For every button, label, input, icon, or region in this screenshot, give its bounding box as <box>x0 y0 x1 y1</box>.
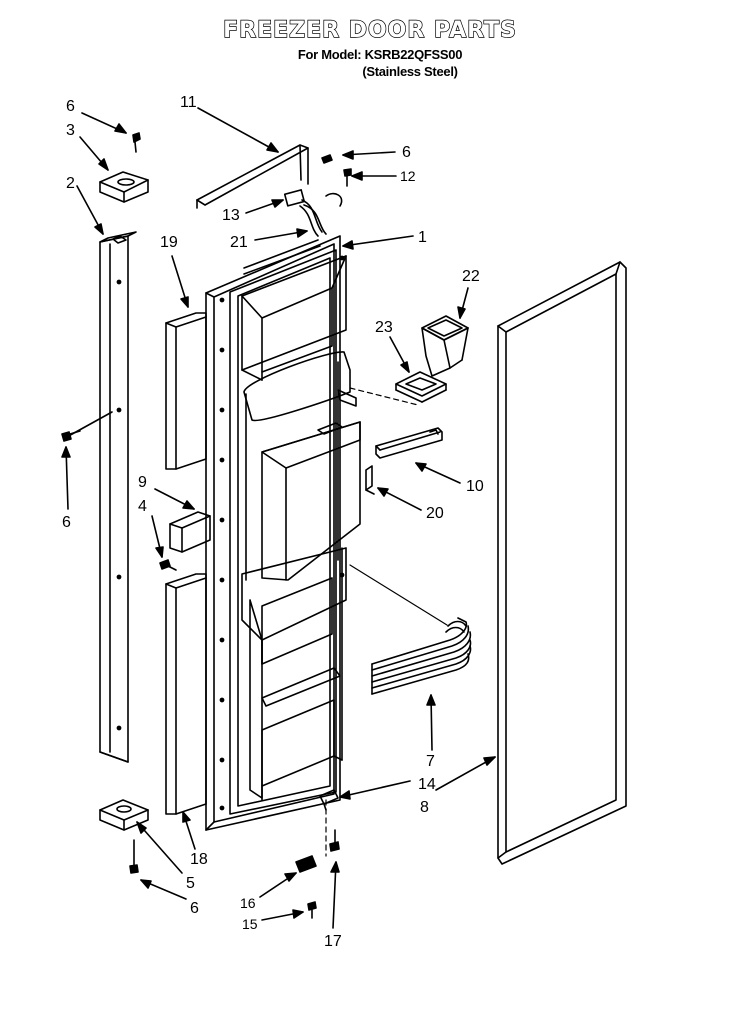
callout-2: 2 <box>66 175 75 192</box>
part-14-hinge-pin <box>319 789 339 811</box>
part-1-door-liner <box>205 235 361 831</box>
callout-15: 15 <box>242 916 258 932</box>
part-2-door-trim <box>99 231 137 763</box>
part-11-top-channel <box>196 144 309 209</box>
part-13-wire-harness <box>283 154 352 237</box>
part-23-chute-seal <box>395 371 447 403</box>
callout-20: 20 <box>426 505 444 522</box>
part-17-screw <box>329 829 340 852</box>
finish-note: (Stainless Steel) <box>362 64 458 79</box>
part-8-door-gasket <box>497 261 627 865</box>
callout-6: 6 <box>190 900 199 917</box>
callout-22: 22 <box>462 268 480 285</box>
callout-4: 4 <box>138 498 147 515</box>
callout-23: 23 <box>375 319 393 336</box>
page-title: FREEZER DOOR PARTS <box>222 17 517 43</box>
part-3-hinge-bracket <box>99 132 149 203</box>
callout-6: 6 <box>402 144 411 161</box>
callout-3: 3 <box>66 122 75 139</box>
callout-1: 1 <box>418 229 427 246</box>
model-number: For Model: KSRB22QFSS00 <box>297 47 463 62</box>
part-10-trim-strip <box>375 427 443 459</box>
callout-12: 12 <box>400 168 416 184</box>
part-18-insulation-lower <box>165 573 207 815</box>
callout-6: 6 <box>66 98 75 115</box>
screw-6-trim <box>61 430 81 442</box>
callout-16: 16 <box>240 895 256 911</box>
leader-lines <box>61 107 496 929</box>
part-9-handle-bracket <box>159 511 211 571</box>
part-19-insulation-upper <box>165 312 207 470</box>
callout-10: 10 <box>466 478 484 495</box>
part-22-chute <box>421 315 469 377</box>
callout-17: 17 <box>324 933 342 950</box>
part-20-clip <box>365 465 375 495</box>
callout-21: 21 <box>230 234 248 251</box>
callout-14: 14 <box>418 776 436 793</box>
callout-labels: 6 3 2 11 6 12 13 21 1 19 22 23 6 9 4 10 … <box>62 94 484 950</box>
callout-5: 5 <box>186 875 195 892</box>
callout-9: 9 <box>138 474 147 491</box>
callout-18: 18 <box>190 851 208 868</box>
callout-6: 6 <box>62 514 71 531</box>
part-7-door-bin <box>371 617 472 695</box>
callout-11: 11 <box>180 94 197 111</box>
callout-8: 8 <box>420 799 429 816</box>
part-15-screw <box>307 901 317 919</box>
part-16-bushing <box>295 855 317 873</box>
callout-19: 19 <box>160 234 178 251</box>
part-5-hinge-bracket <box>99 799 149 874</box>
callout-7: 7 <box>426 753 435 770</box>
callout-13: 13 <box>222 207 240 224</box>
